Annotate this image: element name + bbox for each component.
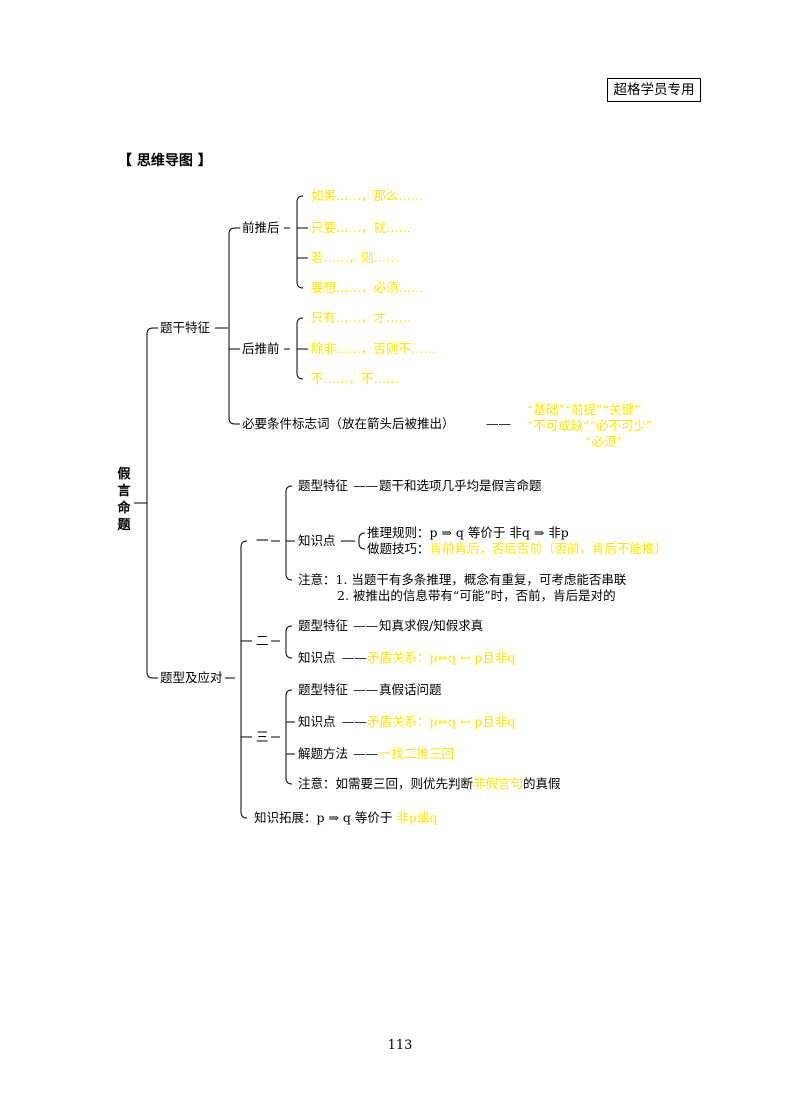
root-char: 题 <box>117 518 131 533</box>
type2-knowledge-value: 矛盾关系：p⇒q ↔ p且非q <box>367 650 516 665</box>
technique-value: 肯前肯后，否后否前（否前，肯后不能推） <box>429 541 668 556</box>
dash: —— <box>353 618 378 633</box>
type1-feature-value: 题干和选项几乎均是假言命题 <box>379 478 542 493</box>
type-two-label: 二 <box>256 633 269 648</box>
type3-feature-value: 真假话问题 <box>379 682 442 697</box>
type2-feature-label: 题型特征 <box>298 618 349 633</box>
backward-item: 不……，不…… <box>311 371 399 386</box>
exclusive-badge: 超格学员专用 <box>607 78 701 102</box>
dash: —— <box>342 650 367 665</box>
necessary-words: “基础”“前提”“关键” <box>527 402 641 417</box>
dash: —— <box>353 478 378 493</box>
forward-item: 要想……，必须…… <box>311 280 424 295</box>
forward-item: 只要……，就…… <box>311 220 412 235</box>
type3-method-value: 一找二推三回 <box>379 746 455 761</box>
type1-technique: 做题技巧：肯前肯后，否后否前（否前，肯后不能推） <box>367 541 667 557</box>
type3-method-label: 解题方法 <box>298 746 349 761</box>
type3-note: 注意：如需要三回，则优先判断非假言句的真假 <box>298 776 561 792</box>
type2-knowledge-label: 知识点 <box>298 650 336 665</box>
type2-feature-value: 知真求假/知假求真 <box>379 618 484 633</box>
dash: —— <box>486 416 511 431</box>
necessary-words: “必须” <box>585 434 623 449</box>
forward-item: 若……，则…… <box>311 250 399 265</box>
technique-prefix: 做题技巧： <box>367 541 430 556</box>
type3-knowledge-value: 矛盾关系：p⇒q ↔ p且非q <box>367 714 516 729</box>
root-node: 假 言 命 题 <box>116 466 132 534</box>
type-three-label: 三 <box>256 729 269 744</box>
knowledge-extension: 知识拓展：p ⇒ q 等价于 非p或q <box>254 810 437 826</box>
type3-feature-label: 题型特征 <box>298 682 349 697</box>
dash: —— <box>342 714 367 729</box>
type1-note-1: 注意：1. 当题干有多条推理，概念有重复，可考虑能否串联 <box>298 572 627 587</box>
type1-note-2: 2. 被推出的信息带有“可能”时，否前，肯后是对的 <box>337 588 616 603</box>
node-forward: 前推后 <box>242 220 280 235</box>
forward-item: 如果……，那么…… <box>311 188 424 203</box>
type1-feature-label: 题型特征 <box>298 478 349 493</box>
type-one-label: 一 <box>256 533 269 548</box>
branch-stem-features: 题干特征 <box>160 320 211 335</box>
node-backward: 后推前 <box>242 341 280 356</box>
necessary-words: “不可或缺”“必不可少” <box>527 418 653 433</box>
extension-prefix: 知识拓展：p ⇒ q 等价于 <box>254 810 393 825</box>
note-suffix: 的真假 <box>523 776 561 791</box>
backward-item: 只有……，才…… <box>311 310 412 325</box>
type1-rule: 推理规则：p ⇒ q 等价于 非q ⇒ 非p <box>367 525 569 540</box>
extension-value: 非p或q <box>396 810 438 825</box>
backward-item: 除非……，否则不…… <box>311 341 437 356</box>
dash: —— <box>353 682 378 697</box>
note-prefix: 注意：如需要三回，则优先判断 <box>298 776 474 791</box>
root-char: 命 <box>117 501 131 516</box>
note-highlight: 非假言句 <box>473 776 524 791</box>
section-heading: 【 思维导图 】 <box>118 153 212 169</box>
node-necessary-condition: 必要条件标志词（放在箭头后被推出） <box>242 416 455 431</box>
type3-knowledge-label: 知识点 <box>298 714 336 729</box>
root-char: 假 <box>117 467 131 482</box>
page-number: 113 <box>387 1038 413 1053</box>
branch-question-types: 题型及应对 <box>160 670 223 685</box>
root-char: 言 <box>117 484 131 499</box>
dash: —— <box>353 746 378 761</box>
type1-knowledge-label: 知识点 <box>298 533 336 548</box>
